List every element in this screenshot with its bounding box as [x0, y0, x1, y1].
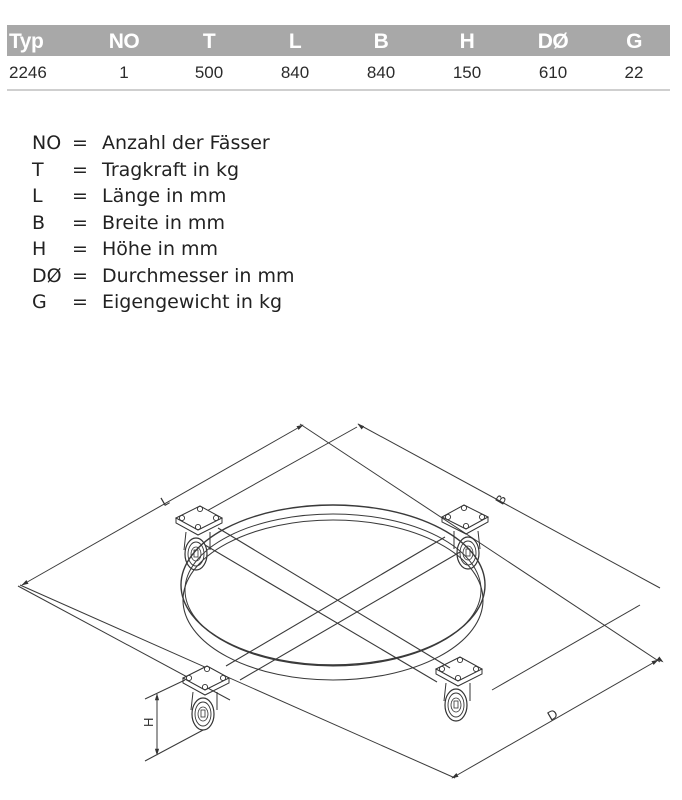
dimension-line-diameter	[451, 659, 659, 779]
cell-b: 840	[366, 63, 396, 82]
legend-description: Durchmesser in mm	[102, 264, 295, 287]
caster-wheel-back-left	[175, 505, 223, 571]
legend-description: Tragkraft in kg	[102, 158, 240, 181]
extension-line	[144, 679, 186, 700]
header-typ: Typ	[9, 30, 44, 53]
legend-key: H	[32, 238, 47, 260]
legend-description: Länge in mm	[102, 185, 227, 207]
label-height: H	[141, 718, 156, 727]
header-no: NO	[108, 30, 140, 53]
legend-equals: =	[72, 238, 88, 260]
dimension-line-width	[357, 423, 661, 589]
header-t: T	[202, 30, 216, 53]
drum-ring	[180, 504, 486, 681]
dimension-line-length	[21, 424, 304, 586]
legend-key: L	[32, 185, 43, 207]
cell-l: 840	[280, 63, 310, 82]
legend-equals: =	[72, 185, 88, 207]
legend-equals: =	[72, 158, 88, 181]
cell-d: 610	[538, 63, 568, 82]
legend-description: Breite in mm	[102, 211, 225, 234]
dimension-line-width	[357, 423, 664, 663]
header-d: DØ	[537, 30, 569, 53]
dimension-lines	[17, 423, 664, 779]
extension-line	[144, 728, 206, 762]
label-diameter: D	[545, 706, 561, 724]
legend-description: Höhe in mm	[102, 238, 219, 260]
cross-bars	[204, 527, 461, 683]
cell-g: 22	[624, 63, 644, 82]
extension-line	[491, 604, 641, 691]
cell-typ: 2246	[9, 63, 47, 82]
cell-t: 500	[194, 63, 224, 82]
legend-key: B	[32, 211, 46, 234]
legend-key: DØ	[32, 264, 62, 287]
caster-wheel-front-right	[435, 656, 483, 722]
header-g: G	[626, 30, 642, 53]
extension-line	[204, 426, 358, 513]
legend-key: T	[32, 158, 44, 181]
header-b: B	[373, 30, 389, 53]
cell-h: 150	[452, 63, 482, 82]
header-h: H	[459, 30, 475, 53]
spec-table-header: Typ NO T L B H DØ G	[7, 25, 670, 56]
cell-no: 1	[119, 63, 129, 82]
legend-description: Eigengewicht in kg	[102, 291, 283, 313]
table-row: 2246 1 500 840 840 150 610 22	[7, 56, 670, 91]
legend-key: G	[32, 291, 47, 313]
caster-wheel-back-right	[441, 504, 489, 570]
legend-description: Anzahl der Fässer	[102, 132, 270, 154]
header-l: L	[288, 30, 302, 53]
technical-drawing: L B D H	[0, 400, 682, 800]
extension-line	[299, 423, 661, 663]
legend-equals: =	[72, 211, 88, 234]
legend-equals: =	[72, 291, 88, 313]
legend-equals: =	[72, 264, 88, 287]
drum-trolley-drawing: L B D H	[17, 423, 664, 779]
legend-key: NO	[32, 132, 62, 154]
spec-table: Typ NO T L B H DØ G 2246 1 500 840 840 1…	[7, 25, 670, 91]
legend-equals: =	[72, 132, 88, 154]
caster-wheel-front-left	[182, 665, 230, 731]
extension-line	[19, 584, 456, 779]
